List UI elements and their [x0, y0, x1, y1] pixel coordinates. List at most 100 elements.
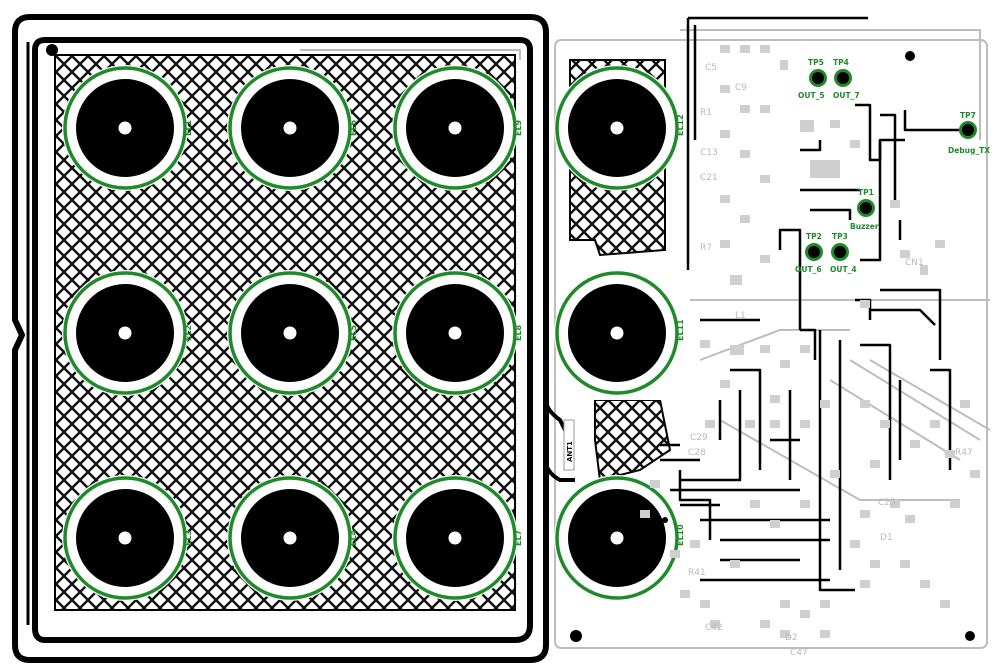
smd-pad — [690, 540, 700, 548]
smd-pad — [780, 600, 790, 608]
smd-pad — [905, 515, 915, 523]
smd-pad — [880, 420, 890, 428]
electrode-el2: EL2 — [62, 270, 193, 396]
electrode-label-el8: EL8 — [514, 324, 523, 341]
electrode-label-el11: EL11 — [676, 319, 685, 341]
component-d2: D2 — [785, 633, 798, 643]
component-c42: C42 — [705, 623, 723, 633]
smd-pad — [760, 175, 770, 183]
smd-pad — [770, 420, 780, 428]
component-r41: R41 — [688, 568, 706, 578]
component-labels: C5 C9 R1 C13 C21 R7 CN1 L1 C25 C28 C29 R… — [688, 63, 973, 658]
smd-pad — [945, 450, 955, 458]
test-point-tp1[interactable]: TP1 — [857, 188, 875, 217]
test-points: TP5 TP4 OUT_5 OUT_7 TP7 Debug_TX TP1 Buz… — [795, 58, 990, 274]
test-point-tp7[interactable]: TP7 — [959, 111, 977, 139]
smd-pads — [640, 45, 980, 638]
antenna-trace — [544, 399, 575, 482]
smd-pad — [770, 520, 780, 528]
smd-pad — [745, 420, 755, 428]
svg-text:TP5: TP5 — [808, 58, 824, 67]
smd-pad — [830, 120, 840, 128]
svg-text:TP4: TP4 — [833, 58, 849, 67]
electrode-label-el12: EL12 — [676, 114, 685, 136]
smd-pad — [920, 580, 930, 588]
smd-pad — [680, 590, 690, 598]
smd-pad — [860, 300, 870, 308]
smd-pad — [910, 440, 920, 448]
electrode-el5: EL5 — [227, 270, 358, 396]
component-c21: C21 — [700, 173, 718, 183]
smd-pad — [740, 45, 750, 53]
electrode-el1: EL1 — [62, 65, 193, 191]
smd-pad — [800, 500, 810, 508]
smd-pad — [760, 345, 770, 353]
smd-pad — [705, 420, 715, 428]
smd-pad — [730, 345, 744, 355]
component-c9: C9 — [735, 83, 747, 93]
smd-pad — [860, 580, 870, 588]
smd-pad — [740, 105, 750, 113]
smd-pad — [900, 560, 910, 568]
smd-pad — [720, 45, 730, 53]
component-r1: R1 — [700, 108, 712, 118]
smd-pad — [800, 610, 810, 618]
smd-pad — [950, 500, 960, 508]
smd-pad — [820, 600, 830, 608]
smd-pad — [730, 275, 742, 285]
smd-pad — [890, 500, 900, 508]
electrode-el12: EL12 — [554, 65, 685, 191]
smd-pad — [700, 600, 710, 608]
electrode-el6: EL6 — [227, 65, 358, 191]
smd-pad — [890, 200, 900, 208]
test-point-tp4[interactable]: TP4 — [833, 58, 852, 87]
smd-pad — [900, 250, 910, 258]
smd-pad — [930, 420, 940, 428]
electrode-label-el4: EL4 — [349, 529, 358, 546]
smd-pad — [800, 345, 810, 353]
svg-text:TP7: TP7 — [960, 111, 976, 120]
smd-pad — [720, 130, 730, 138]
electrode-label-el6: EL6 — [349, 119, 358, 136]
smd-pad — [760, 620, 770, 628]
smd-pad — [770, 395, 780, 403]
component-d1: D1 — [880, 533, 893, 543]
smd-pad — [730, 560, 740, 568]
test-point-tp5[interactable]: TP5 — [808, 58, 827, 87]
smd-pad — [720, 85, 730, 93]
smd-pad — [740, 150, 750, 158]
test-point-tp3[interactable]: TP3 — [831, 232, 849, 261]
component-c47: C47 — [790, 648, 808, 658]
smd-pad — [860, 400, 870, 408]
smd-pad — [650, 480, 660, 488]
svg-text:TP2: TP2 — [806, 232, 822, 241]
component-c25: C25 — [878, 498, 896, 508]
smd-pad — [760, 255, 770, 263]
smd-pad — [960, 400, 970, 408]
smd-pad — [850, 140, 860, 148]
component-c5: C5 — [705, 63, 717, 73]
smd-pad — [800, 420, 810, 428]
net-label-out4: OUT_4 — [830, 265, 857, 274]
electrode-el3: EL3 — [62, 475, 193, 601]
smd-pad — [720, 195, 730, 203]
smd-pad — [670, 550, 680, 558]
smd-pad — [830, 470, 840, 478]
smd-pad — [780, 630, 790, 638]
smd-pad — [750, 500, 760, 508]
electrode-label-el10: EL10 — [676, 524, 685, 546]
net-label-buzzer: Buzzer — [850, 222, 879, 231]
component-c29: C29 — [690, 433, 708, 443]
smd-pad — [780, 60, 788, 70]
component-c13: C13 — [700, 148, 718, 158]
test-point-tp2[interactable]: TP2 — [805, 232, 823, 261]
antenna-label: ANT1 — [566, 441, 574, 462]
mounting-holes — [46, 44, 975, 642]
smd-pad — [935, 240, 945, 248]
smd-pad — [640, 510, 650, 518]
electrode-el9: EL9 — [392, 65, 523, 191]
component-r7: R7 — [700, 243, 712, 253]
smd-pad — [720, 380, 730, 388]
net-label-out5: OUT_5 — [798, 91, 825, 100]
